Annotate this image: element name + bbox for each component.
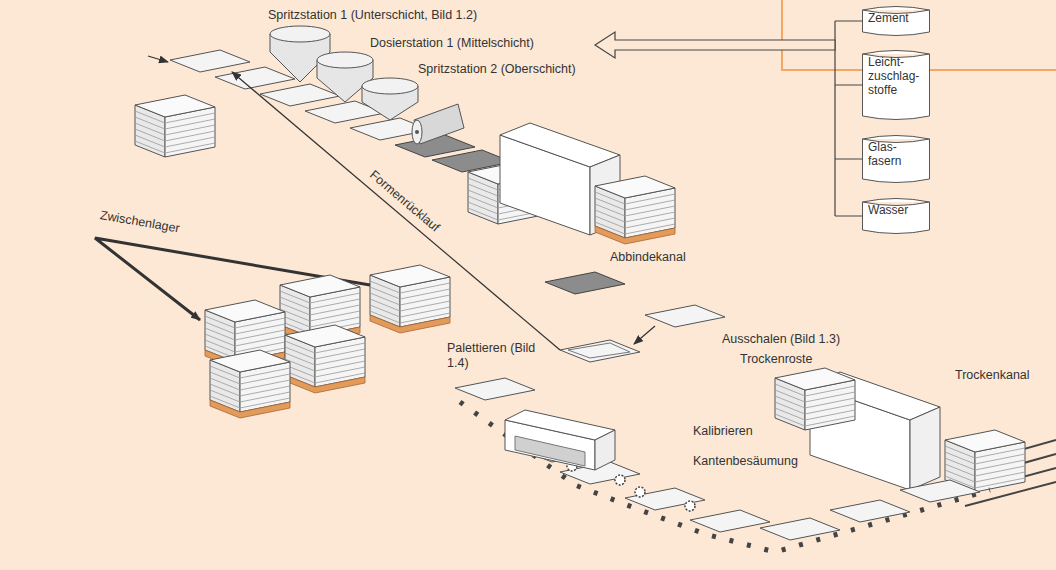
station-label: Zwischenlager: [99, 208, 181, 236]
station-label: Kantenbesäumung: [693, 454, 798, 469]
material-silo: Leicht- zuschlag- stoffe: [862, 50, 930, 120]
silo-label: Glas- fasern: [862, 135, 930, 171]
station-label: Ausschalen (Bild 1.3): [722, 332, 840, 347]
silo-shape: [863, 199, 930, 234]
station-label: Dosierstation 1 (Mittelschicht): [370, 36, 534, 51]
silo-label: Wasser: [862, 198, 930, 220]
station-label: Trockenkanal: [955, 368, 1030, 383]
station-label: Trockenroste: [740, 352, 812, 367]
material-silo: Zement: [862, 6, 930, 36]
silo-shape: [863, 136, 930, 183]
silo-label: Leicht- zuschlag- stoffe: [862, 50, 930, 99]
material-silo: Glas- fasern: [862, 135, 930, 183]
station-label: Spritzstation 1 (Unterschicht, Bild 1.2): [268, 8, 477, 23]
station-label: Formenrücklauf: [366, 167, 442, 235]
station-label: Kalibrieren: [693, 424, 753, 439]
silo-shape: [863, 7, 930, 36]
silo-label: Zement: [862, 6, 930, 28]
station-label: Palettieren (Bild 1.4): [447, 341, 542, 371]
material-silo: Wasser: [862, 198, 930, 234]
silo-shape: [863, 51, 930, 120]
station-label: Spritzstation 2 (Oberschicht): [418, 62, 576, 77]
station-label: Abbindekanal: [610, 250, 686, 265]
